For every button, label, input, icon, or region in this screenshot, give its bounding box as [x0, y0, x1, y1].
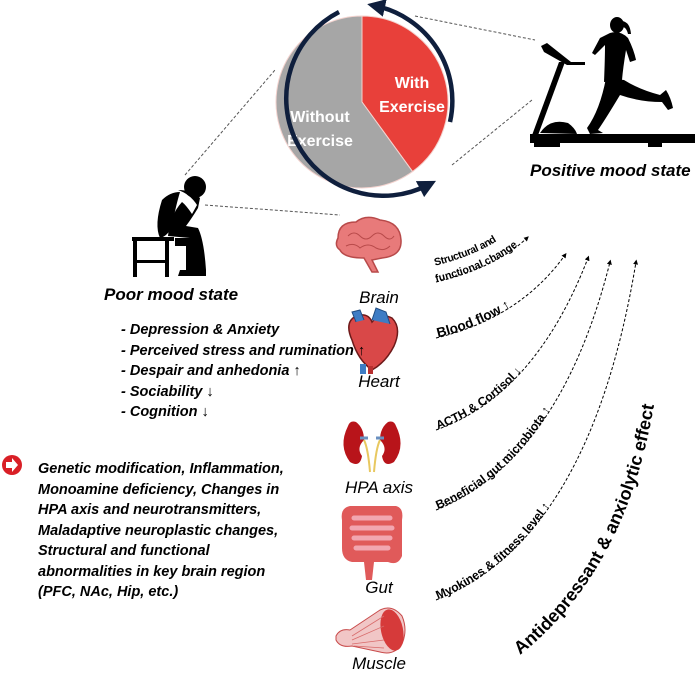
poor-mood-state-label: Poor mood state	[104, 285, 239, 304]
symptom-item: - Despair and anhedonia ↑	[121, 363, 301, 379]
symptom-item: - Cognition ↓	[121, 404, 209, 420]
symptom-item: - Depression & Anxiety	[121, 322, 280, 338]
causes-line: (PFC, NAc, Hip, etc.)	[38, 584, 179, 600]
ring-arc-left	[283, 10, 437, 199]
causes-line: Monoamine deficiency, Changes in	[38, 481, 280, 498]
effect-arrow-hpa	[435, 257, 589, 431]
sad-seated-person-icon	[132, 176, 206, 277]
causes-line: abnormalities in key brain region	[38, 563, 266, 580]
pie-label-without: Without	[290, 109, 350, 126]
effect-label-heart: Blood flow ↑	[435, 297, 513, 341]
treadmill-runner-icon	[530, 17, 695, 147]
symptom-item: - Sociability ↓	[121, 383, 214, 400]
dotted-connectors	[184, 15, 536, 216]
organ-label-muscle: Muscle	[352, 654, 406, 673]
effect-label-hpa: ACTH & Cortisol ↓	[434, 364, 524, 433]
causes-text: Genetic modification, Inflammation, Mono…	[38, 459, 318, 603]
positive-mood-state-label: Positive mood state	[530, 161, 691, 180]
cycle-ring-arrows	[283, 0, 455, 199]
ring-arc-right	[367, 0, 455, 123]
organ-label-hpa-axis: HPA axis	[344, 478, 414, 497]
symptoms-list: - Depression & Anxiety - Perceived stres…	[121, 320, 365, 423]
causes-line: Maladaptive neuroplastic changes,	[38, 522, 279, 539]
muscle-icon	[335, 607, 406, 654]
causes-line: HPA axis and neurotransmitters,	[38, 502, 262, 518]
pie-slice-with-exercise	[361, 15, 449, 173]
kidneys-icon	[343, 421, 401, 473]
exercise-pie-chart: With Exercise Without Exercise	[275, 15, 449, 189]
symptom-item: - Perceived stress and rumination ↑	[121, 342, 366, 359]
intestine-icon	[341, 506, 403, 580]
effect-arrow-gut	[435, 261, 611, 511]
pie-label-with: With	[395, 75, 430, 92]
right-arrow-circle-icon	[2, 455, 22, 475]
heart-icon	[348, 307, 399, 374]
pie-label-without-exercise: Exercise	[287, 133, 353, 150]
organ-label-gut: Gut	[365, 578, 393, 597]
brain-icon	[335, 216, 402, 273]
causes-line: Structural and functional	[38, 543, 210, 559]
organ-label-heart: Heart	[358, 372, 400, 391]
pie-label-with-exercise: Exercise	[379, 99, 445, 116]
causes-line: Genetic modification, Inflammation,	[38, 461, 284, 477]
organ-label-brain: Brain	[359, 288, 399, 307]
effect-label-muscle: Myokines & fitness level ↑	[434, 499, 553, 602]
